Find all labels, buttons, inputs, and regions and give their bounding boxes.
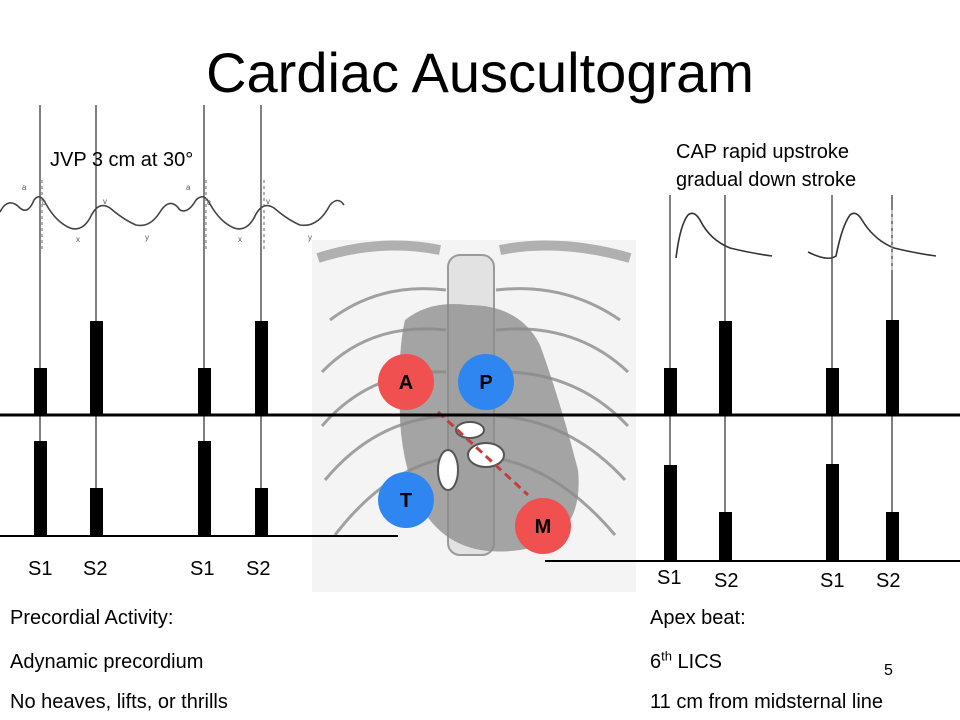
right-heart-sound-bars [664, 320, 899, 561]
slide-title: Cardiac Auscultogram [206, 41, 754, 104]
right-sound-label: S2 [876, 570, 901, 592]
valve-a-label: A [399, 372, 413, 394]
s1-upper-bar [198, 368, 211, 415]
cap-label-line1: CAP rapid upstroke [676, 141, 850, 163]
s2-upper-bar [886, 320, 899, 415]
apex-line2: 11 cm from midsternal line [650, 691, 884, 713]
cap-waveform [675, 210, 937, 270]
s1-lower-bar [198, 441, 211, 536]
precordial-heading: Precordial Activity: [10, 607, 174, 629]
valve-t-marker: T [378, 472, 434, 528]
jvp-wave-labels: a c v x y a c v x y [22, 183, 312, 244]
valve-t-circle [378, 472, 434, 528]
jvp-wave-label: v [266, 197, 270, 206]
jvp-wave-label: y [145, 233, 149, 242]
jvp-wave-label: v [103, 197, 107, 206]
apex-line1-rest: LICS [671, 651, 722, 673]
right-sound-label: S1 [657, 567, 682, 589]
apex-line1-suffix: th [661, 648, 672, 664]
jvp-wave-label: a [22, 183, 27, 192]
s1-lower-bar [34, 441, 47, 536]
jvp-wave-label: c [207, 198, 211, 207]
valve-a-marker: A [378, 354, 434, 410]
jvp-label: JVP 3 cm at 30° [50, 149, 194, 171]
s1-upper-bar [34, 368, 47, 415]
valve-m-marker: M [515, 498, 571, 554]
precordial-line1: Adynamic precordium [10, 651, 204, 673]
jvp-wave-label: y [308, 233, 312, 242]
valve-a-circle [378, 354, 434, 410]
s2-upper-bar [719, 321, 732, 415]
left-sound-label: S2 [83, 558, 108, 580]
valve-p-circle [458, 354, 514, 410]
cap-label-line2: gradual down stroke [676, 169, 857, 191]
valve-m-label: M [535, 516, 552, 538]
jvp-wave-label: c [42, 198, 46, 207]
apex-heading: Apex beat: [650, 607, 746, 629]
slide-number: 5 [884, 662, 893, 679]
s2-lower-bar [255, 488, 268, 536]
jvp-wave-label: x [238, 235, 242, 244]
apex-line1-number: 6 [650, 651, 662, 673]
left-sound-label: S2 [246, 558, 271, 580]
s1-upper-bar [826, 368, 839, 415]
valve-m-circle [515, 498, 571, 554]
precordial-line2: No heaves, lifts, or thrills [10, 691, 228, 713]
valve-p-label: P [479, 372, 492, 394]
left-heart-sound-bars [34, 321, 268, 536]
s1-lower-bar [664, 465, 677, 561]
s2-upper-bar [255, 321, 268, 415]
jvp-wave-label: a [186, 183, 191, 192]
s1-upper-bar [664, 368, 677, 415]
s2-upper-bar [90, 321, 103, 415]
right-sound-label: S1 [820, 570, 845, 592]
right-guide-lines [669, 195, 893, 561]
jvp-waveform [0, 180, 345, 250]
s2-lower-bar [90, 488, 103, 536]
right-sound-label: S2 [714, 570, 739, 592]
valve-p-marker: P [458, 354, 514, 410]
s2-lower-bar [886, 512, 899, 561]
left-sound-label: S1 [190, 558, 215, 580]
left-sound-label: S1 [28, 558, 53, 580]
apex-line1: 6th LICS [650, 648, 722, 674]
s1-lower-bar [826, 464, 839, 561]
s2-lower-bar [719, 512, 732, 561]
valve-t-label: T [400, 490, 412, 512]
jvp-wave-label: x [76, 235, 80, 244]
